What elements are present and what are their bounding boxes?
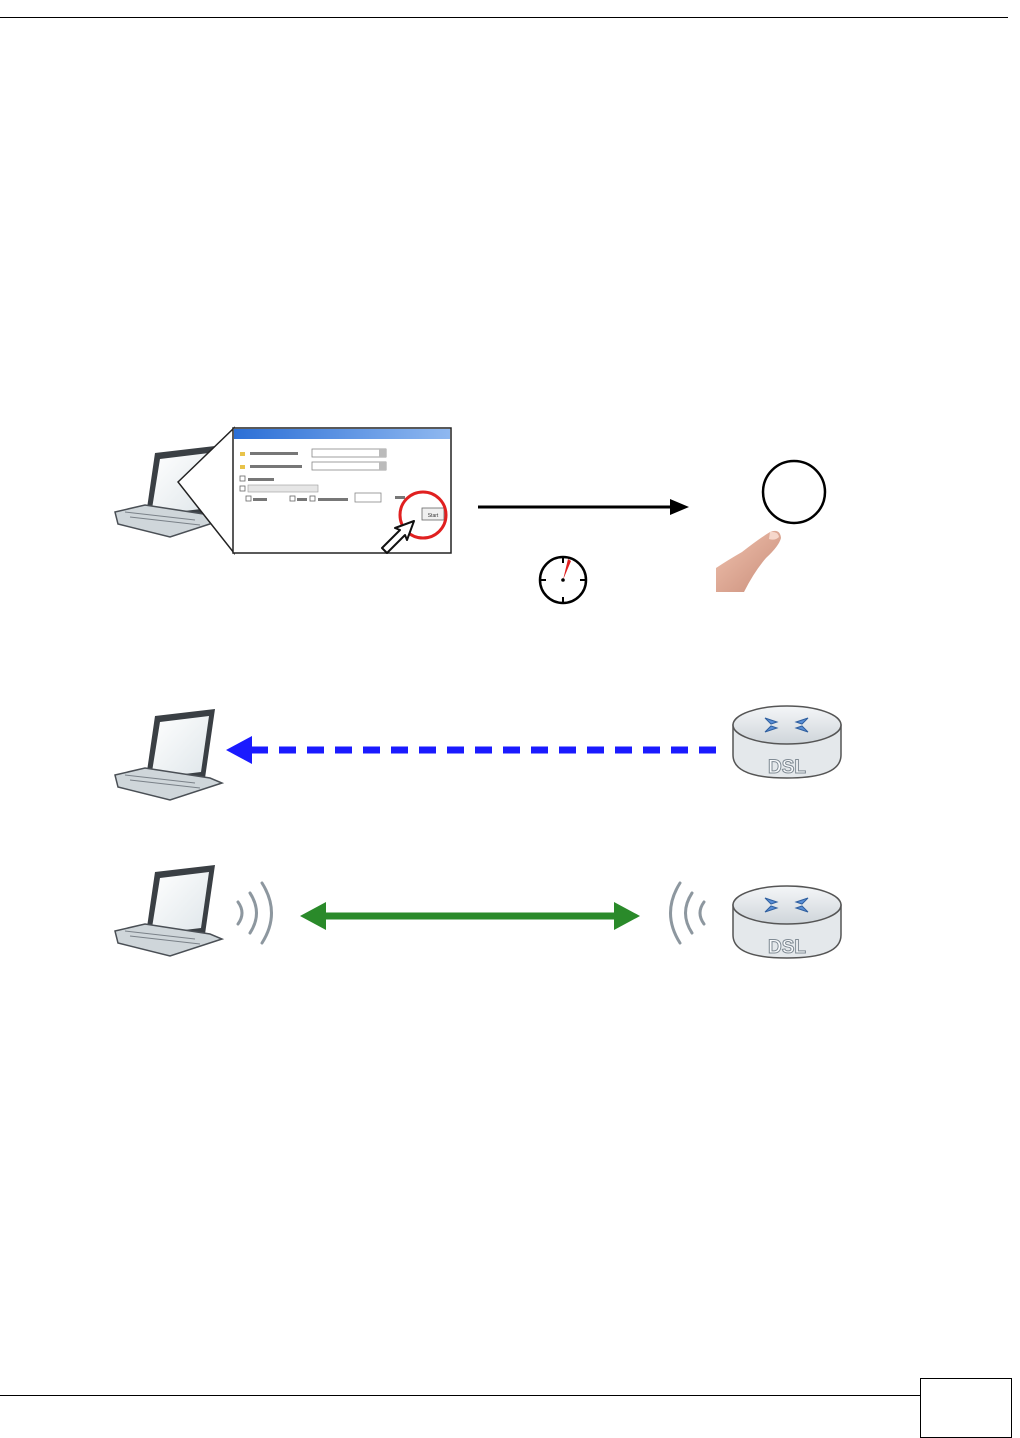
wps-dialog-thumbnail: Start	[233, 428, 451, 553]
arrow-to-button	[478, 499, 689, 515]
router-label-2: DSL	[768, 937, 806, 958]
dsl-router-icon-1: DSL	[733, 706, 841, 778]
timer-icon	[539, 556, 587, 604]
laptop-icon-3	[115, 865, 222, 956]
dsl-router-icon-2: DSL	[733, 886, 841, 958]
wireless-link-arrow	[300, 902, 640, 930]
laptop-icon-2	[115, 709, 222, 800]
wireless-signal-icon-right	[671, 883, 705, 943]
finger-icon	[716, 531, 781, 592]
push-button-icon	[763, 461, 825, 523]
router-label-1: DSL	[768, 757, 806, 778]
callout-wedge	[178, 428, 234, 553]
wireless-signal-icon-left	[238, 883, 272, 943]
start-button-label: Start	[428, 513, 439, 519]
dashed-arrow-router-to-laptop	[226, 736, 716, 764]
